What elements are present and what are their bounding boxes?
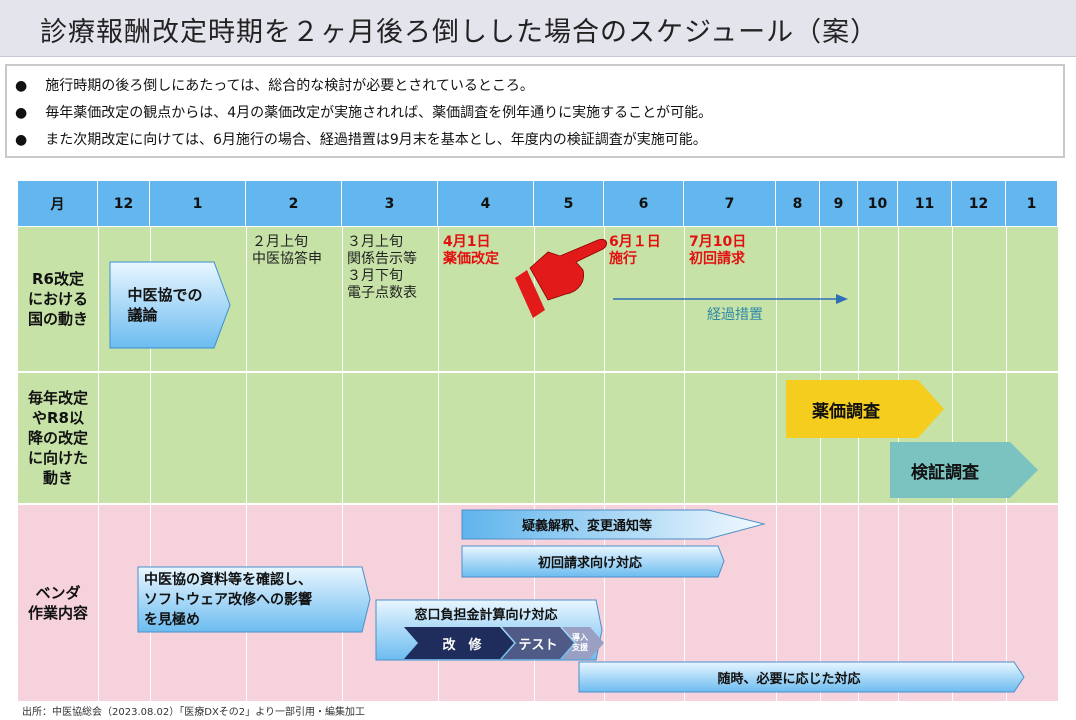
header-month-8: 7 xyxy=(684,181,776,226)
yakka-label: 薬価調査 xyxy=(812,401,880,422)
header-month-12: 11 xyxy=(898,181,952,226)
gigi-arrow xyxy=(461,509,766,540)
grid-line xyxy=(858,227,859,701)
note-jun: 6月１日 施行 xyxy=(609,234,661,267)
bullet-3: また次期改定に向けては、6月施行の場合、経過措置は9月末を基本とし、年度内の検証… xyxy=(15,129,707,149)
zuiji-label: 随時、必要に応じた対応 xyxy=(717,671,861,687)
grid-line xyxy=(820,227,821,701)
kaishu-label: 改 修 xyxy=(442,637,482,653)
header-month-9: 8 xyxy=(776,181,820,226)
header-month-1: 12 xyxy=(98,181,150,226)
header-month-14: 1 xyxy=(1006,181,1058,226)
test-label: テスト xyxy=(518,637,558,653)
header-month-4: 3 xyxy=(342,181,438,226)
grid-line xyxy=(604,227,605,701)
note-apr: 4月1日 薬価改定 xyxy=(443,234,499,267)
row-label-vendor: ベンダ 作業内容 xyxy=(27,584,88,622)
zuiji-arrow xyxy=(578,661,1025,693)
donyu-chevron xyxy=(562,627,604,659)
kensho-arrow xyxy=(890,442,1038,498)
grid-line xyxy=(684,227,685,701)
vendor-check-label: 中医協の資料等を確認し、 ソフトウェア改修への影響 を見極め xyxy=(144,571,312,628)
header-month-5: 4 xyxy=(438,181,534,226)
grid-line xyxy=(342,227,343,701)
note-mar: ３月上旬 関係告示等 ３月下旬 電子点数表 xyxy=(347,234,417,301)
vendor-check-box xyxy=(137,566,371,633)
row-label-yearly: 毎年改定 やR8以 降の改定 に向けた 動き xyxy=(27,389,88,487)
transition-arrowhead xyxy=(836,294,848,304)
yakka-arrow xyxy=(786,380,944,438)
pointing-hand-icon xyxy=(515,238,607,318)
grid-line xyxy=(246,227,247,701)
header-month-label: 月 xyxy=(18,181,98,226)
bullet-2: 毎年薬価改定の観点からは、4月の薬価改定が実施されれば、薬価調査を例年通りに実施… xyxy=(15,102,712,122)
title-bar: 診療報酬改定時期を２ヶ月後ろ倒しした場合のスケジュール（案） xyxy=(0,0,1076,57)
note-feb: ２月上旬 中医協答申 xyxy=(252,234,322,267)
grid-line xyxy=(438,227,439,701)
transition-label: 経過措置 xyxy=(707,307,763,323)
header-month-6: 5 xyxy=(534,181,604,226)
row-divider xyxy=(18,503,1058,505)
source-note: 出所：中医協総会（2023.08.02）「医療DXその2」より一部引用・編集加工 xyxy=(22,707,365,718)
kensho-label: 検証調査 xyxy=(911,462,979,483)
row-label-r6: R6改定 における 国の動き xyxy=(27,270,88,328)
note-jul: 7月10日 初回請求 xyxy=(689,234,747,267)
page-title: 診療報酬改定時期を２ヶ月後ろ倒しした場合のスケジュール（案） xyxy=(40,17,879,48)
donyu-label: 導入 支援 xyxy=(572,633,588,652)
row-divider xyxy=(18,371,1058,373)
chuikyo-arrow xyxy=(109,261,231,349)
bullet-box: 施行時期の後ろ倒しにあたっては、総合的な検討が必要とされているところ。 毎年薬価… xyxy=(5,64,1065,158)
gigi-label: 疑義解釈、変更通知等 xyxy=(521,519,652,534)
bullet-1: 施行時期の後ろ倒しにあたっては、総合的な検討が必要とされているところ。 xyxy=(15,75,534,95)
grid-line xyxy=(534,227,535,701)
header-month-7: 6 xyxy=(604,181,684,226)
header-month-3: 2 xyxy=(246,181,342,226)
shokai-arrow xyxy=(461,545,725,578)
grid-line xyxy=(150,227,151,701)
header-month-2: 1 xyxy=(150,181,246,226)
grid-line xyxy=(776,227,777,701)
header-month-11: 10 xyxy=(858,181,898,226)
chuikyo-label: 中医協での 議論 xyxy=(127,286,203,324)
shokai-label: 初回請求向け対応 xyxy=(537,556,642,571)
test-chevron xyxy=(502,627,574,659)
header-month-13: 12 xyxy=(952,181,1006,226)
kaishu-chevron xyxy=(404,627,514,659)
grid-line xyxy=(98,227,99,701)
madoguchi-label: 窓口負担金計算向け対応 xyxy=(414,607,558,623)
header-month-10: 9 xyxy=(820,181,858,226)
